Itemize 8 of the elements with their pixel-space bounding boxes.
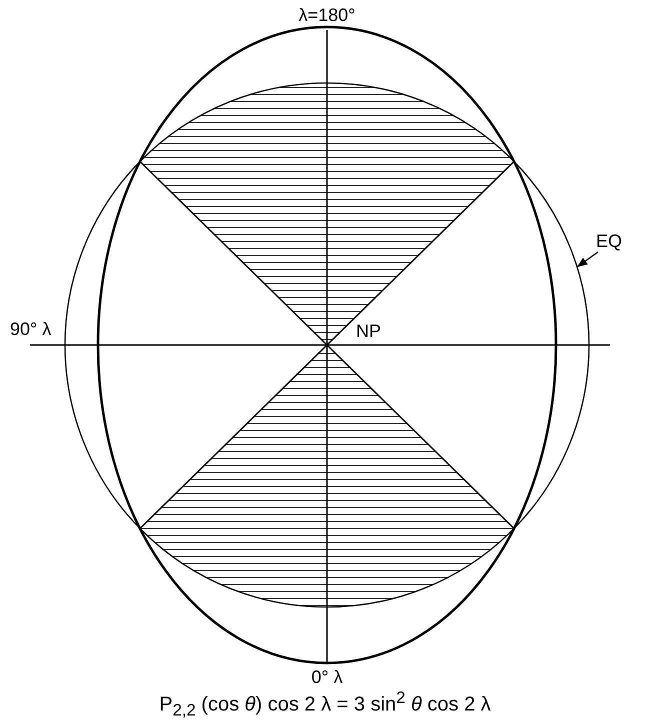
axis-label: 0° λ: [311, 668, 343, 686]
formula-caption: P$_{2,2}$ (cos θ) cos 2 λ = 3 sin$^{2}$ θ cos 2 λ: [159, 690, 491, 720]
axis-label: 90° λ: [10, 320, 52, 338]
callout-label: EQ: [596, 232, 622, 250]
equator-circle: [64, 82, 590, 608]
axis-label: NP: [356, 322, 382, 340]
axis-label: λ=180°: [298, 6, 356, 24]
leader-arrow: [576, 251, 598, 268]
